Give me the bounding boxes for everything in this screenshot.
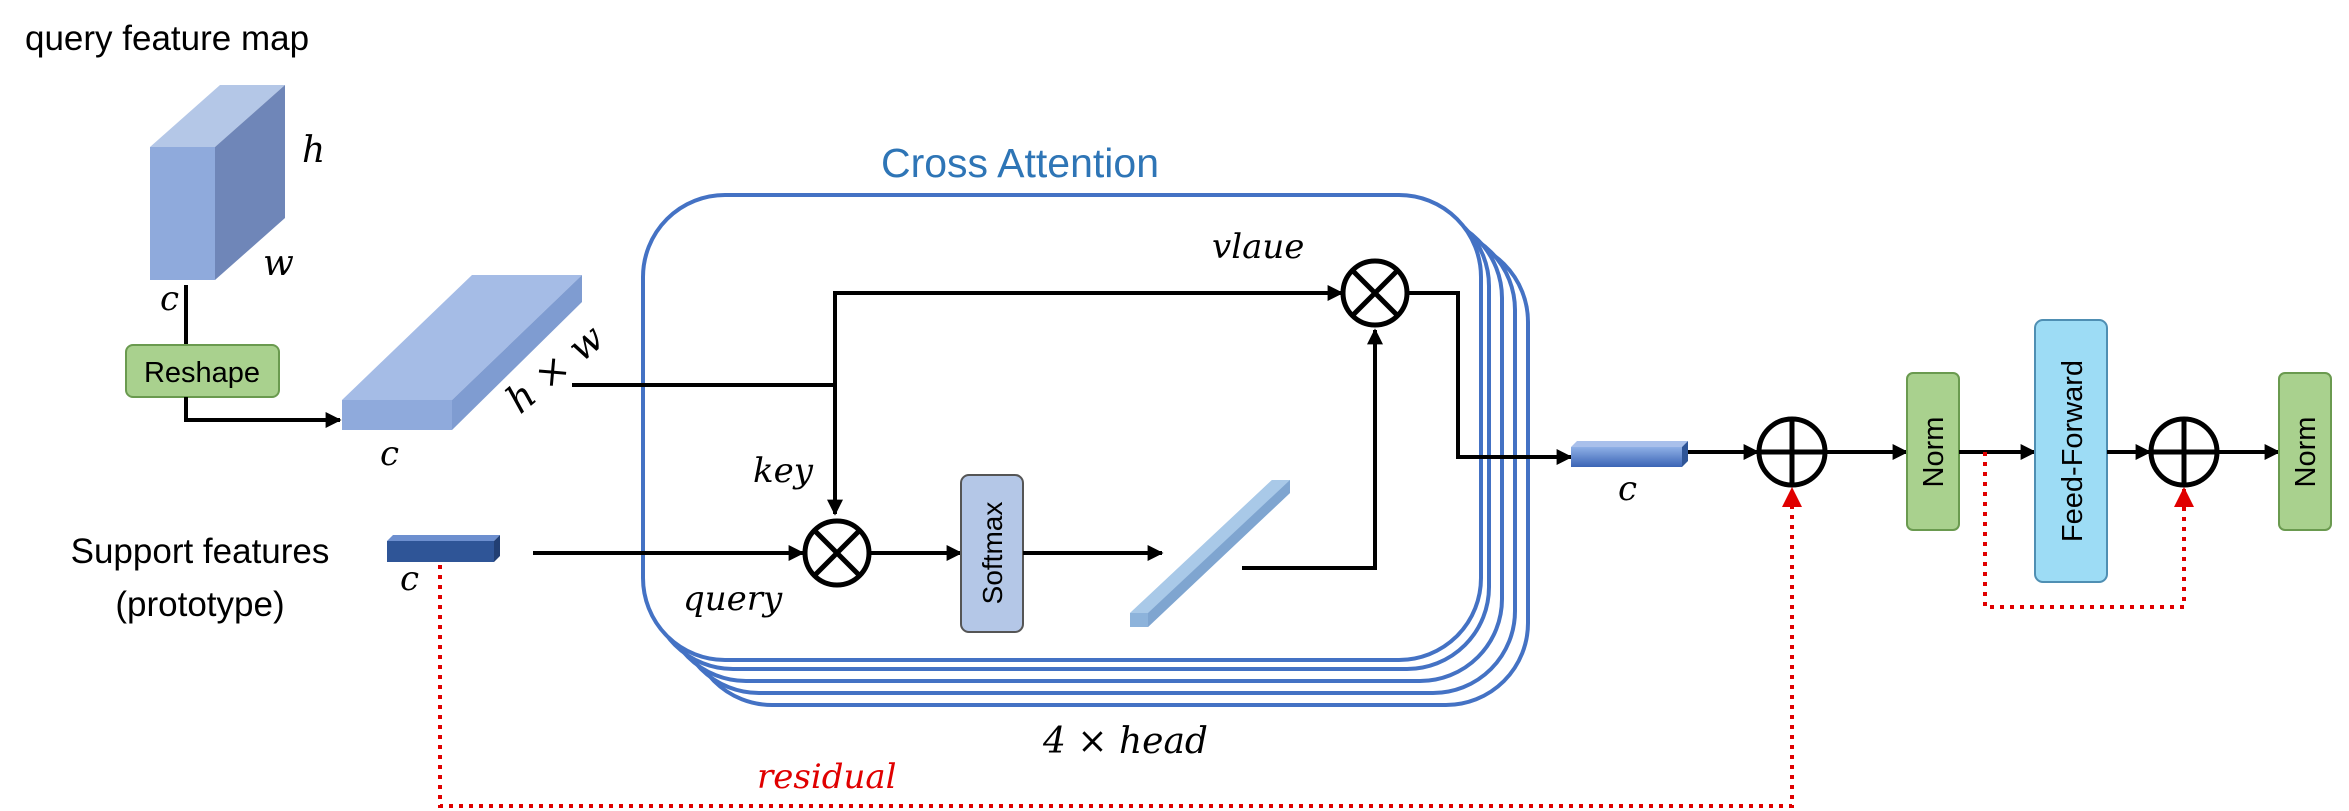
support-feature-bar — [387, 535, 500, 562]
flat-c-label: c — [380, 434, 399, 474]
query-key-multiply-icon — [802, 518, 872, 588]
weights-to-multiply-arrow — [1242, 328, 1383, 570]
reshape-label: Reshape — [144, 357, 260, 389]
value-multiply-icon — [1340, 258, 1410, 328]
query-feature-cube — [150, 85, 285, 280]
attention-weights-bar — [1130, 480, 1290, 627]
heads-label: 4 × head — [1042, 721, 1208, 762]
query-label: query — [683, 579, 783, 619]
value-arrow — [833, 285, 1344, 385]
reshape-to-flat-arrow — [184, 397, 342, 428]
ff-add-icon — [2148, 416, 2220, 488]
residual-connection — [438, 487, 1802, 808]
reshape-box — [125, 344, 280, 398]
attention-head-stack — [641, 193, 1530, 707]
norm2-box — [2278, 372, 2332, 531]
cube-w-label: w — [263, 243, 294, 284]
cube-c-label: c — [160, 279, 179, 319]
key-label: key — [753, 451, 814, 491]
residual-label: residual — [757, 757, 897, 797]
attention-output-bar — [1571, 441, 1688, 467]
norm2-label: Norm — [2290, 417, 2322, 488]
cube-h-label: h — [302, 130, 325, 171]
support-c-label: c — [400, 559, 419, 599]
value-label: vlaue — [1212, 227, 1304, 267]
cross-attention-title: Cross Attention — [881, 140, 1159, 186]
support-features-label: Support features — [71, 532, 330, 571]
output-c-label: c — [1618, 469, 1637, 509]
residual-add-icon — [1756, 416, 1828, 488]
flattened-feature-bar — [342, 275, 582, 430]
ff-residual-connection — [1983, 452, 2194, 609]
prototype-label: (prototype) — [115, 585, 284, 624]
query-feature-map-title: query feature map — [25, 19, 309, 58]
attention-output-arrow — [1408, 291, 1573, 465]
norm1-label: Norm — [1918, 417, 1950, 488]
softmax-label: Softmax — [977, 502, 1008, 605]
feed-forward-label: Feed-Forward — [2057, 360, 2089, 542]
